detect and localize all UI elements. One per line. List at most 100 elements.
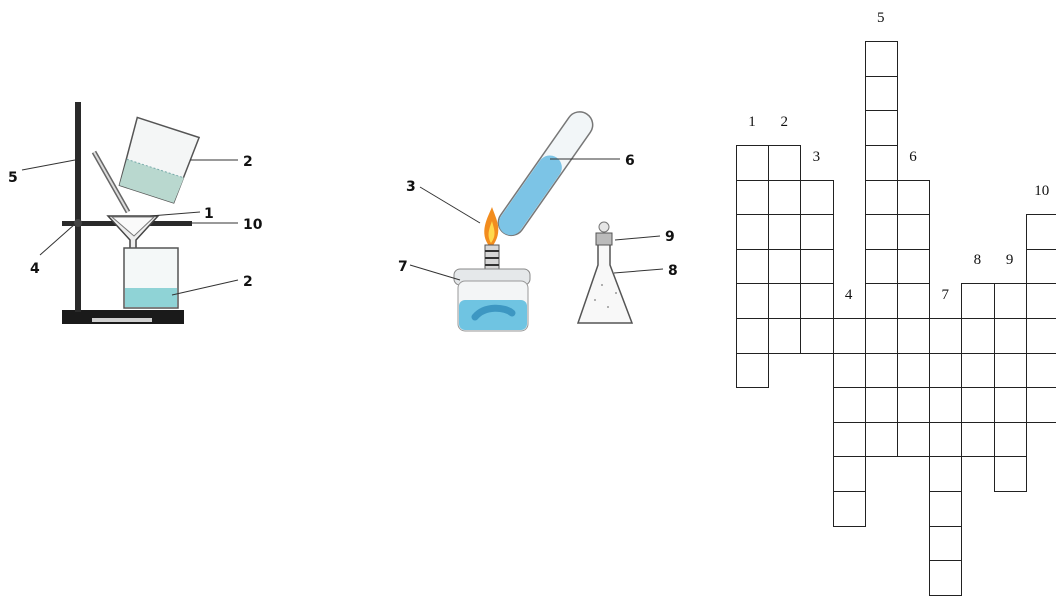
label-8: 8 (668, 263, 678, 279)
crossword-cell[interactable] (897, 387, 931, 423)
crossword-cell[interactable] (961, 352, 995, 389)
crossword-cell[interactable] (832, 421, 866, 458)
crossword-cell[interactable] (832, 456, 866, 492)
crossword-cell[interactable] (864, 41, 898, 77)
crossword-cell[interactable] (864, 283, 898, 319)
crossword-cell[interactable] (864, 110, 898, 146)
label-2-bottom: 2 (243, 274, 253, 290)
crossword-cell[interactable] (1025, 318, 1056, 354)
clue-number-2: 2 (780, 114, 788, 130)
crossword-cell[interactable] (929, 387, 963, 423)
filtration-apparatus-figure: 5 2 1 10 4 2 (0, 90, 300, 340)
crossword-cell[interactable] (864, 214, 898, 250)
label-7: 7 (398, 259, 408, 275)
clue-number-7: 7 (941, 287, 949, 303)
crossword-cell[interactable] (961, 387, 995, 423)
crossword-cell[interactable] (864, 75, 898, 112)
crossword-cell[interactable] (864, 352, 898, 389)
crossword-cell[interactable] (993, 352, 1027, 389)
crossword-cell[interactable] (929, 491, 963, 527)
crossword-cell[interactable] (961, 283, 995, 319)
label-9: 9 (665, 229, 675, 245)
crossword-cell[interactable] (768, 318, 802, 354)
crossword-cell[interactable] (993, 456, 1027, 492)
crossword-cell[interactable] (768, 214, 802, 250)
crossword-cell[interactable] (768, 179, 802, 216)
crossword-cell[interactable] (929, 525, 963, 562)
crossword-cell[interactable] (768, 248, 802, 285)
crossword-cell[interactable] (929, 318, 963, 354)
crossword-cell[interactable] (864, 387, 898, 423)
crossword-cell[interactable] (800, 283, 834, 319)
crossword-cell[interactable] (864, 179, 898, 216)
test-tube (497, 111, 594, 237)
crossword-cell[interactable] (897, 283, 931, 319)
crossword-cell[interactable] (1025, 214, 1056, 250)
crossword-cell[interactable] (961, 318, 995, 354)
crossword-cell[interactable] (800, 318, 834, 354)
stand-rod (75, 102, 81, 312)
heating-apparatus-figure: 3 6 7 9 8 (380, 95, 700, 345)
crossword-cell[interactable] (736, 179, 770, 216)
crossword-cell[interactable] (832, 491, 866, 527)
filtration-apparatus-drawing: 5 2 1 10 4 2 (8, 102, 263, 324)
filtrate (125, 288, 177, 307)
crossword-cell[interactable] (897, 421, 931, 458)
crossword-cell[interactable] (929, 421, 963, 458)
crossword-cell[interactable] (897, 214, 931, 250)
crossword-cell[interactable] (897, 352, 931, 389)
crossword-cell[interactable] (993, 318, 1027, 354)
crossword-cell[interactable] (800, 248, 834, 285)
crossword-cell[interactable] (897, 248, 931, 285)
crossword-cell[interactable] (736, 214, 770, 250)
crossword-cell[interactable] (736, 318, 770, 354)
clue-number-5: 5 (877, 10, 885, 27)
crossword-cell[interactable] (993, 283, 1027, 319)
label-1: 1 (204, 206, 214, 222)
crossword-grid: 1 2 3 4 5 6 7 8 9 10 (736, 10, 1056, 596)
crossword-cell[interactable] (832, 387, 866, 423)
crossword-cell[interactable] (864, 318, 898, 354)
crossword-cell[interactable] (800, 214, 834, 250)
pouring-beaker (118, 116, 201, 204)
crossword-cell[interactable] (929, 560, 963, 596)
crossword-cell[interactable] (736, 283, 770, 319)
clue-number-4: 4 (844, 287, 853, 303)
crossword-cell[interactable] (768, 145, 802, 181)
label-10: 10 (243, 217, 263, 233)
crossword-cell[interactable] (736, 352, 770, 389)
crossword-cell[interactable] (897, 179, 931, 216)
crossword-cell[interactable] (864, 145, 898, 181)
crossword-cell[interactable] (993, 387, 1027, 423)
crossword-cell[interactable] (929, 352, 963, 389)
crossword-cell[interactable] (993, 421, 1027, 458)
clue-number-10: 10 (1034, 183, 1050, 200)
crossword-cell[interactable] (961, 421, 995, 458)
crossword-cell[interactable] (1025, 352, 1056, 389)
clue-number-1: 1 (748, 114, 756, 130)
crossword-cell[interactable] (736, 248, 770, 285)
label-6: 6 (625, 153, 635, 169)
crossword-cell[interactable] (864, 248, 898, 285)
label-5: 5 (8, 170, 18, 186)
crossword-cell[interactable] (897, 318, 931, 354)
crossword-cell[interactable] (929, 456, 963, 492)
conical-flask (576, 221, 634, 324)
crossword-cell[interactable] (800, 179, 834, 216)
clue-number-3: 3 (812, 148, 821, 165)
crossword-cell[interactable] (832, 318, 866, 354)
crossword-cell[interactable] (832, 352, 866, 389)
clue-number-9: 9 (1005, 252, 1014, 269)
clue-number-8: 8 (973, 252, 982, 269)
crossword-cell[interactable] (1025, 248, 1056, 285)
stopper (595, 232, 613, 246)
crossword-cell[interactable] (768, 283, 802, 319)
label-4: 4 (30, 261, 40, 277)
label-2-top: 2 (243, 154, 253, 170)
crossword-cell[interactable] (736, 145, 770, 181)
crossword-cell[interactable] (864, 421, 898, 458)
clue-number-6: 6 (909, 148, 917, 165)
crossword-cell[interactable] (1025, 283, 1056, 319)
label-3: 3 (406, 179, 416, 195)
crossword-cell[interactable] (1025, 387, 1056, 423)
